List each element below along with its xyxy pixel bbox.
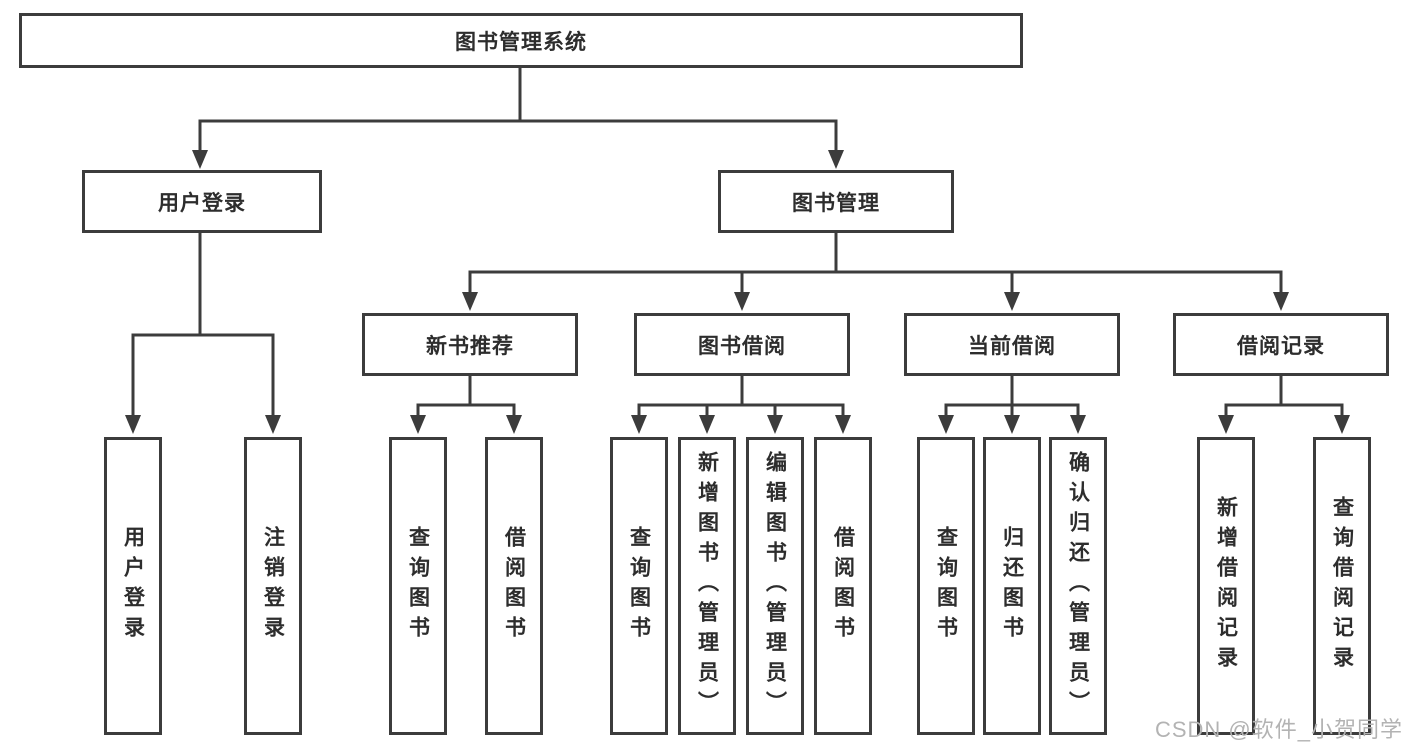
leaf-cb-query-books-label: 查询图书 [934, 526, 958, 646]
node-user-login-label: 用户登录 [158, 191, 246, 215]
csdn-watermark: CSDN @软件_小贺同学 [1154, 717, 1403, 742]
leaf-user-login: 用户登录 [104, 437, 162, 735]
leaf-br-query-record-label: 查询借阅记录 [1330, 496, 1354, 676]
leaf-nbr-borrow-books-label: 借阅图书 [502, 526, 526, 646]
leaf-cb-return-books: 归还图书 [983, 437, 1041, 735]
node-user-login: 用户登录 [82, 170, 322, 233]
leaf-bb-edit-books-admin: 编辑图书（管理员） [746, 437, 804, 735]
node-book-management: 图书管理 [718, 170, 954, 233]
node-book-borrowing-label: 图书借阅 [698, 334, 786, 358]
leaf-nbr-query-books: 查询图书 [389, 437, 447, 735]
node-current-borrowing: 当前借阅 [904, 313, 1120, 376]
leaf-nbr-borrow-books: 借阅图书 [485, 437, 543, 735]
leaf-br-add-record-label: 新增借阅记录 [1214, 496, 1238, 676]
leaf-cb-confirm-return-admin: 确认归还（管理员） [1049, 437, 1107, 735]
leaf-user-login-label: 用户登录 [121, 526, 145, 646]
leaf-br-add-record: 新增借阅记录 [1197, 437, 1255, 735]
leaf-bb-edit-books-admin-label: 编辑图书（管理员） [763, 451, 787, 721]
node-borrowing-records-label: 借阅记录 [1237, 334, 1325, 358]
node-borrowing-records: 借阅记录 [1173, 313, 1389, 376]
node-book-borrowing: 图书借阅 [634, 313, 850, 376]
leaf-bb-add-books-admin: 新增图书（管理员） [678, 437, 736, 735]
leaf-logout-login: 注销登录 [244, 437, 302, 735]
leaf-logout-login-label: 注销登录 [261, 526, 285, 646]
leaf-nbr-query-books-label: 查询图书 [406, 526, 430, 646]
leaf-bb-borrow-books: 借阅图书 [814, 437, 872, 735]
leaf-cb-query-books: 查询图书 [917, 437, 975, 735]
node-new-book-recommend-label: 新书推荐 [426, 334, 514, 358]
node-system-root: 图书管理系统 [19, 13, 1023, 68]
leaf-cb-return-books-label: 归还图书 [1000, 526, 1024, 646]
node-current-borrowing-label: 当前借阅 [968, 334, 1056, 358]
node-book-management-label: 图书管理 [792, 191, 880, 215]
leaf-cb-confirm-return-admin-label: 确认归还（管理员） [1066, 451, 1090, 721]
leaf-br-query-record: 查询借阅记录 [1313, 437, 1371, 735]
node-system-root-label: 图书管理系统 [455, 30, 587, 54]
leaf-bb-borrow-books-label: 借阅图书 [831, 526, 855, 646]
leaf-bb-query-books: 查询图书 [610, 437, 668, 735]
leaf-bb-add-books-admin-label: 新增图书（管理员） [695, 451, 719, 721]
node-new-book-recommend: 新书推荐 [362, 313, 578, 376]
leaf-bb-query-books-label: 查询图书 [627, 526, 651, 646]
